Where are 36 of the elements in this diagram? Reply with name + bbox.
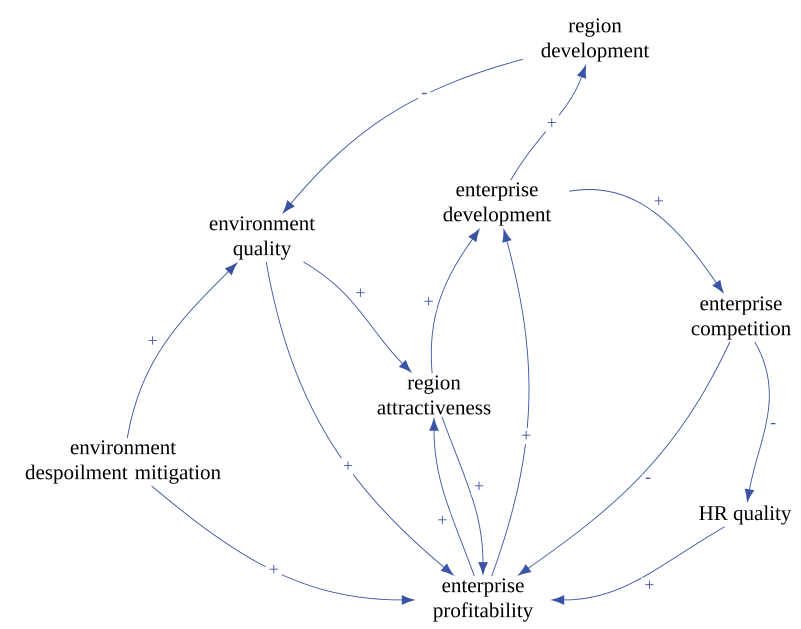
arrow — [491, 229, 530, 577]
node-label: region development — [542, 18, 650, 62]
polarity-sign: + — [544, 115, 560, 132]
polarity-sign: + — [352, 285, 368, 302]
arrow — [151, 485, 414, 605]
polarity-sign: + — [650, 194, 667, 210]
polarity-sign: - — [642, 474, 654, 486]
arrow — [518, 341, 730, 576]
polarity-sign: + — [420, 294, 437, 310]
arrow — [302, 261, 412, 372]
polarity-sign: + — [266, 562, 282, 578]
node-label: HR quality — [699, 505, 792, 525]
polarity-sign: - — [767, 420, 780, 431]
arrow — [282, 58, 524, 214]
node-label: region attractiveness — [378, 375, 490, 415]
polarity-sign: + — [641, 577, 658, 594]
polarity-sign: + — [434, 512, 450, 529]
arrow — [266, 261, 454, 576]
polarity-sign: + — [470, 478, 488, 495]
node-label: enterprise competition — [692, 296, 791, 340]
arrow — [568, 189, 724, 293]
node-label: environment despoilment mitigation — [26, 440, 221, 484]
arrow — [441, 416, 488, 575]
polarity-sign: - — [418, 90, 430, 101]
arrow — [429, 418, 475, 577]
polarity-sign: + — [518, 428, 534, 444]
arrow — [552, 526, 726, 605]
arrow — [430, 229, 480, 374]
node-label: environment quality — [210, 216, 315, 260]
arrow — [126, 262, 238, 439]
polarity-sign: + — [144, 333, 161, 350]
node-label: enterprise development — [444, 182, 552, 226]
arrow — [744, 341, 770, 502]
arrow — [510, 65, 586, 181]
polarity-sign: + — [340, 458, 356, 474]
node-label: enterprise profitability — [433, 578, 534, 622]
